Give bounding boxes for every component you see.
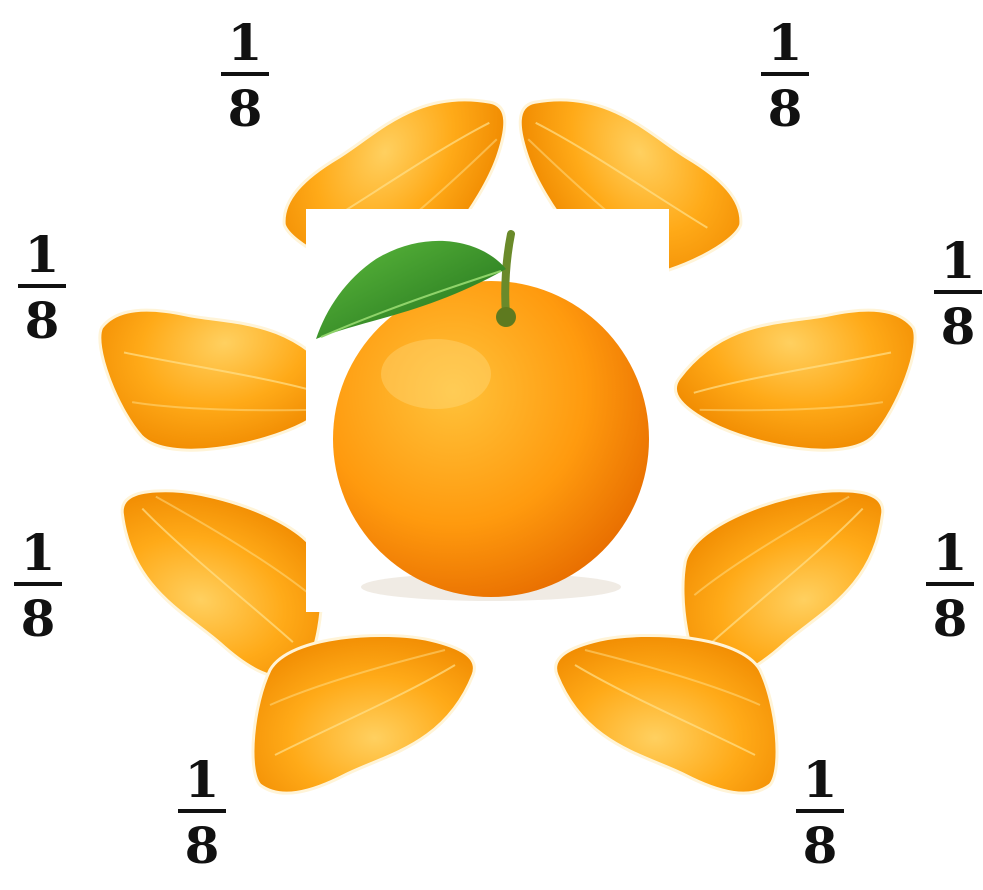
fraction-bar [18,284,66,288]
fraction-label: 1 8 [920,528,980,644]
fraction-label: 1 8 [790,755,850,871]
fraction-label: 1 8 [928,236,983,352]
fraction-bar [761,72,809,76]
fraction-bar [14,582,62,586]
fraction-bar [926,582,974,586]
fraction-label: 1 8 [215,18,275,134]
fraction-label: 1 8 [12,230,72,346]
orange-segment-icon [245,625,485,815]
whole-orange-icon [306,209,669,612]
fraction-label: 1 8 [172,755,232,871]
fraction-bar [221,72,269,76]
fraction-bar [934,290,982,294]
fraction-bar [796,809,844,813]
orange-segment-icon [655,240,936,486]
fraction-label: 1 8 [755,18,815,134]
fraction-label: 1 8 [8,528,68,644]
fraction-bar [178,809,226,813]
orange-segment-icon [545,625,785,815]
